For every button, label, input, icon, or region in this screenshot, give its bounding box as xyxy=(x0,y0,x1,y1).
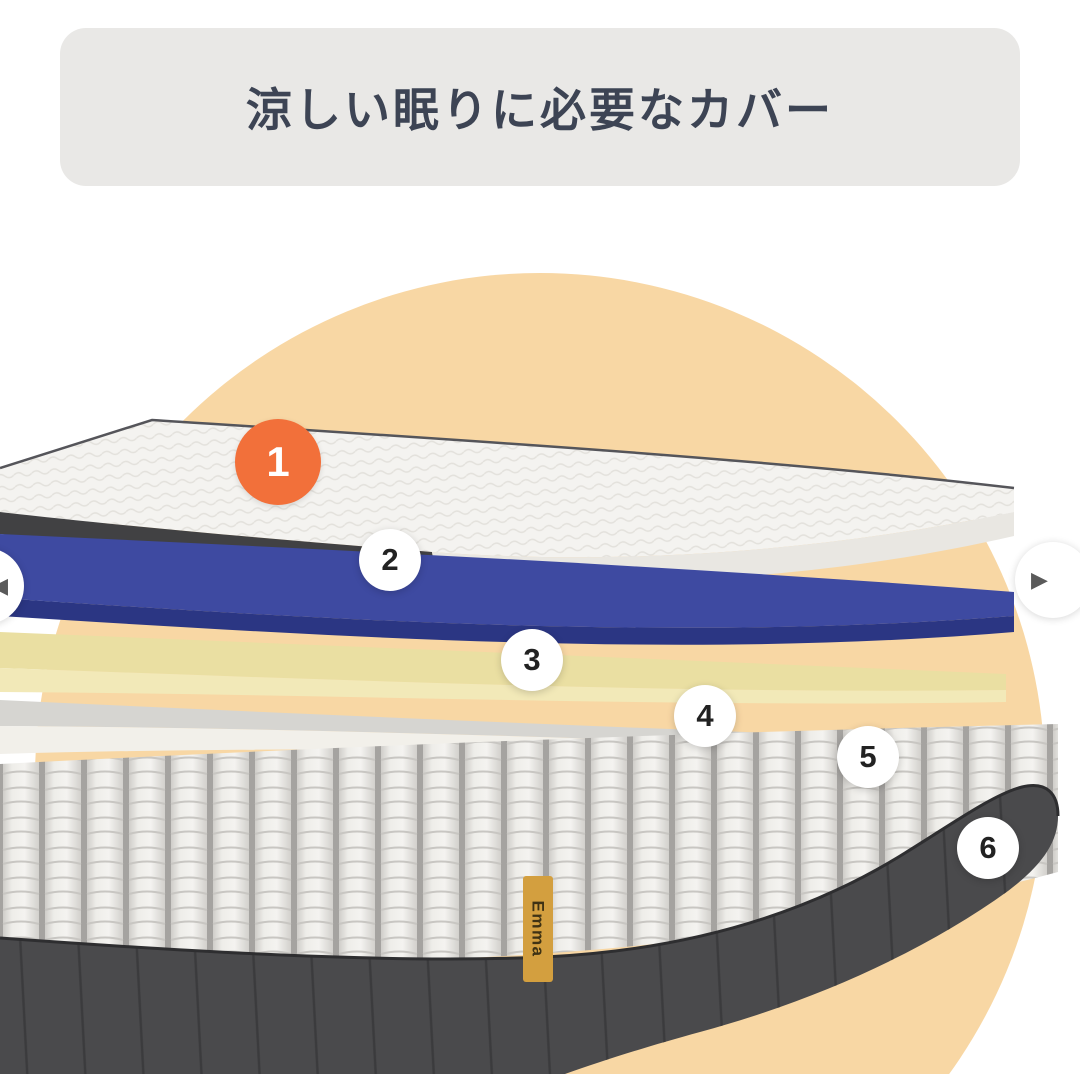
chevron-left-icon: ◀ xyxy=(0,573,8,599)
layer-pocket-springs xyxy=(0,724,1058,963)
layer-badge-6: 6 xyxy=(957,817,1019,879)
layer-badge-1-label: 1 xyxy=(266,438,290,485)
brand-tag-label: Emma xyxy=(529,900,548,957)
title-banner: 涼しい眠りに必要なカバー xyxy=(60,28,1020,186)
layer-badge-2: 2 xyxy=(359,529,421,591)
brand-tag: Emma xyxy=(523,876,553,982)
layer-badge-2-label: 2 xyxy=(381,542,399,577)
layer-badge-4-label: 4 xyxy=(696,698,714,733)
layer-badge-5: 5 xyxy=(837,726,899,788)
layer-badge-6-label: 6 xyxy=(979,830,997,865)
layer-badge-1: 1 xyxy=(235,419,321,505)
layer-badge-3-label: 3 xyxy=(523,642,541,677)
layer-badge-3: 3 xyxy=(501,629,563,691)
layer-badge-4: 4 xyxy=(674,685,736,747)
chevron-right-icon: ▶ xyxy=(1031,567,1048,592)
layer-base-cover: Emma xyxy=(0,784,1060,1074)
layer-badge-5-label: 5 xyxy=(859,739,877,774)
carousel-next-button[interactable]: ▶ xyxy=(1015,542,1080,618)
layer-blue-foam xyxy=(0,534,1014,645)
page-title: 涼しい眠りに必要なカバー xyxy=(246,84,834,136)
